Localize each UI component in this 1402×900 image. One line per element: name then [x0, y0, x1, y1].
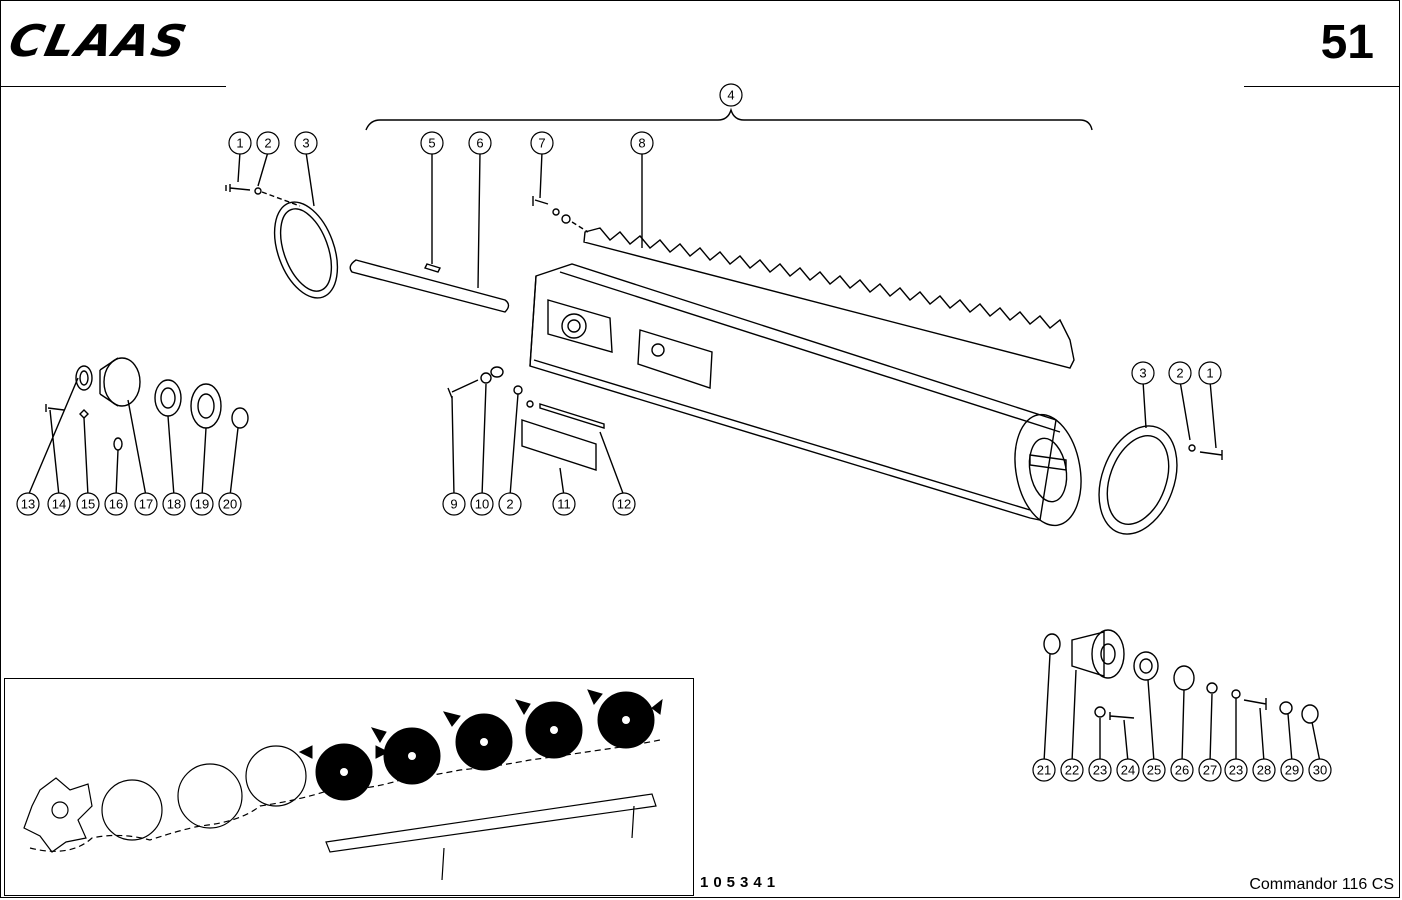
callout-10: 10 [475, 497, 489, 512]
ring-right [1098, 425, 1178, 535]
group-4-brace [365, 107, 1093, 131]
circlip-26 [1173, 665, 1195, 691]
ring-left [273, 201, 339, 299]
shaft [349, 259, 510, 313]
callout-20: 20 [223, 497, 237, 512]
cover-plate-11 [521, 419, 597, 471]
callout-13: 13 [21, 497, 35, 512]
drum-end-plate [1014, 413, 1082, 527]
page-number: 51 [1320, 16, 1374, 69]
callout-3: 3 [1139, 366, 1146, 381]
callout-8: 8 [638, 136, 645, 151]
bearing-flange-19 [190, 383, 222, 429]
bearing-25 [1133, 651, 1159, 681]
callout-26: 26 [1175, 763, 1189, 778]
model-name: Commandor 116 CS [1249, 876, 1394, 893]
callout-3: 3 [302, 136, 309, 151]
bearing-housing-17 [103, 357, 141, 407]
hub-22 [1071, 631, 1105, 677]
seal-20 [231, 407, 249, 429]
header-rule-right [1244, 86, 1400, 87]
callout-2: 2 [264, 136, 271, 151]
callout-1: 1 [1206, 366, 1213, 381]
callout-16: 16 [109, 497, 123, 512]
callout-24: 24 [1121, 763, 1135, 778]
rotor-4 [245, 745, 307, 807]
callout-7: 7 [538, 136, 545, 151]
callout-11: 11 [557, 497, 571, 512]
callout-2: 2 [506, 497, 513, 512]
callout-2: 2 [1176, 366, 1183, 381]
rotor-star-1 [23, 777, 93, 853]
callout-22: 22 [1065, 763, 1079, 778]
callout-12: 12 [617, 497, 631, 512]
callout-9: 9 [450, 497, 457, 512]
callout-17: 17 [139, 497, 153, 512]
callout-6: 6 [476, 136, 483, 151]
callout-5: 5 [428, 136, 435, 151]
callout-1: 1 [236, 136, 243, 151]
callout-4: 4 [727, 88, 734, 103]
seal-13 [75, 365, 93, 391]
callout-21: 21 [1037, 763, 1051, 778]
inset-bar [325, 793, 657, 853]
bearing-18 [154, 379, 182, 417]
rotor-3 [177, 763, 243, 829]
callout-28: 28 [1257, 763, 1271, 778]
callout-27: 27 [1203, 763, 1217, 778]
rotor-2 [101, 779, 163, 841]
callout-29: 29 [1285, 763, 1299, 778]
callout-23: 23 [1229, 763, 1243, 778]
strip-12 [539, 403, 605, 429]
header-rule-left [0, 86, 226, 87]
callout-15: 15 [81, 497, 95, 512]
callout-25: 25 [1147, 763, 1161, 778]
threshing-drum [529, 263, 1057, 521]
callout-23: 23 [1093, 763, 1107, 778]
callout-14: 14 [52, 497, 66, 512]
rasp-bar [583, 227, 1075, 369]
rotor-inset-panel [4, 678, 694, 896]
callout-18: 18 [167, 497, 181, 512]
drawing-number: 105341 [700, 874, 781, 891]
callout-30: 30 [1313, 763, 1327, 778]
seal-21 [1043, 633, 1061, 655]
callout-19: 19 [195, 497, 209, 512]
